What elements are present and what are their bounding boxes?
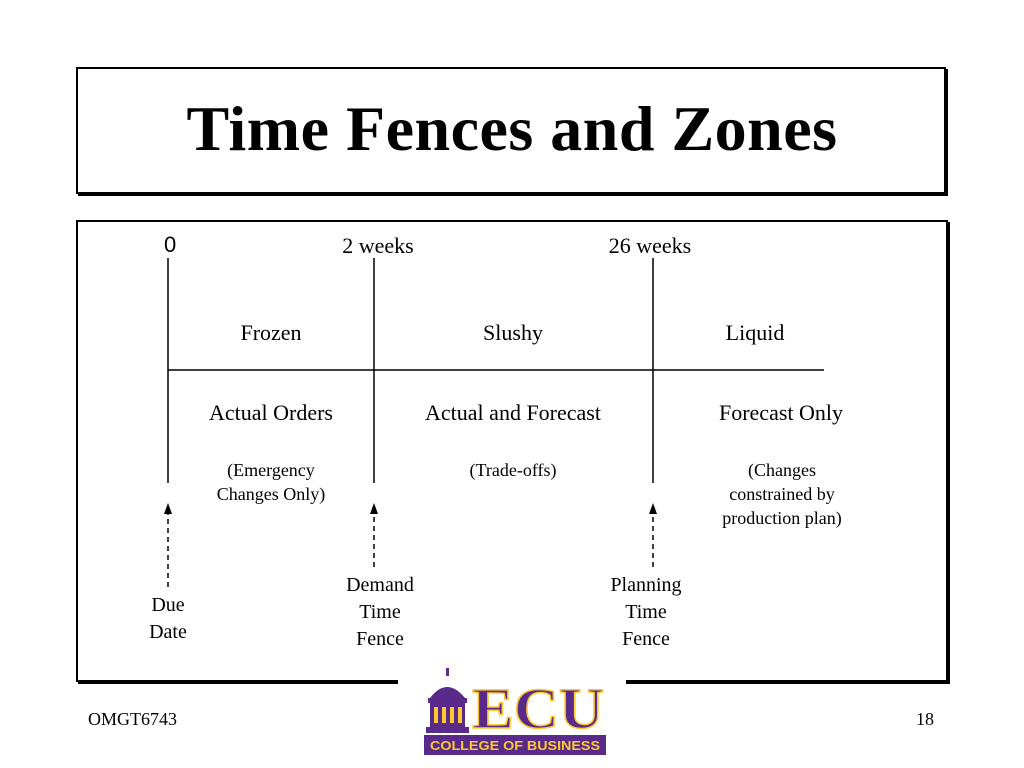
orders-actual: Actual Orders <box>208 400 333 425</box>
slide-number: 18 <box>916 709 934 729</box>
demand-fence-arrowhead <box>370 503 378 514</box>
title-frame <box>76 67 946 194</box>
fence-label-planning-time-fence: Planning Time Fence <box>610 574 682 650</box>
mark-zero: 0 <box>164 232 177 257</box>
note-liquid: (Changes constrained by production plan) <box>722 460 842 528</box>
planning-fence-arrowhead <box>649 503 657 514</box>
slide-title: Time Fences and Zones <box>186 93 838 164</box>
note-slushy: (Trade-offs) <box>469 460 557 480</box>
ecu-college-of-business-logo: ECU COLLEGE OF BUSINESS <box>424 668 606 755</box>
logo-wordmark: ECU <box>472 676 604 741</box>
mark-2-weeks: 2 weeks <box>342 233 414 258</box>
zone-frozen: Frozen <box>240 320 302 345</box>
fence-label-demand-time-fence: Demand Time Fence <box>346 574 414 650</box>
note-frozen: (Emergency Changes Only) <box>216 460 326 504</box>
mark-26-weeks: 26 weeks <box>608 233 692 258</box>
course-code: OMGT6743 <box>88 709 177 729</box>
orders-actual-and-forecast: Actual and Forecast <box>425 400 601 425</box>
logo-backdrop <box>398 676 626 688</box>
due-date-arrowhead <box>164 503 172 514</box>
zone-liquid: Liquid <box>725 320 785 345</box>
fence-label-due-date: Due Date <box>149 594 187 643</box>
orders-forecast-only: Forecast Only <box>718 400 844 425</box>
cupola-emblem-icon <box>426 668 469 733</box>
logo-subtext: COLLEGE OF BUSINESS <box>430 738 600 753</box>
zone-slushy: Slushy <box>483 320 543 345</box>
